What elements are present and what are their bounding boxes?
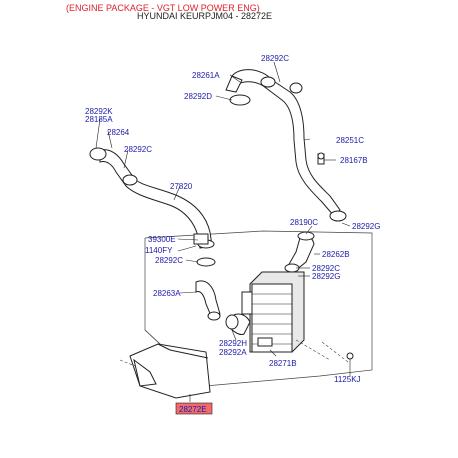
label-28263a[interactable]: 28263A (153, 289, 181, 298)
catalog-code-title: HYUNDAI KEURPJM04 - 28272E (137, 11, 272, 21)
label-28292g-r2[interactable]: 28292G (312, 272, 340, 281)
label-1140fy[interactable]: 1140FY (145, 246, 173, 255)
label-28292d[interactable]: 28292D (184, 92, 212, 101)
label-28292g-right[interactable]: 28292G (352, 222, 380, 231)
label-28262b[interactable]: 28262B (322, 250, 350, 259)
dashed-guides (119, 339, 349, 367)
label-1125kj[interactable]: 1125KJ (334, 375, 361, 384)
label-28271b[interactable]: 28271B (269, 359, 297, 368)
intercooler-28271b (241, 271, 305, 353)
label-28292k[interactable]: 28292K (85, 107, 113, 116)
air-duct-28272e (129, 343, 211, 399)
label-28292c-left[interactable]: 28292C (124, 145, 152, 154)
highlighted-part-28272e[interactable]: 28272E (175, 402, 213, 415)
label-28261a[interactable]: 28261A (192, 71, 220, 80)
label-28292h[interactable]: 28292H (219, 339, 247, 348)
label-28272e[interactable]: 28272E (179, 405, 207, 414)
label-39300e[interactable]: 39300E (148, 235, 176, 244)
label-28167b[interactable]: 28167B (340, 156, 368, 165)
label-28264[interactable]: 28264 (107, 128, 130, 137)
engine-package-title: (ENGINE PACKAGE - VGT LOW POWER ENG) (66, 3, 260, 13)
label-28190c[interactable]: 28190C (290, 218, 318, 227)
label-28251c[interactable]: 28251C (336, 136, 364, 145)
highlight-box (175, 402, 213, 415)
leader-lines (95, 61, 351, 402)
pipe-28251c (225, 69, 347, 222)
hose-28292h (225, 313, 251, 335)
pipe-27820 (89, 147, 215, 249)
pipe-28263a (195, 257, 221, 321)
label-28292c-top[interactable]: 28292C (261, 54, 289, 63)
label-28292c-r2[interactable]: 28292C (312, 264, 340, 273)
bolt-1125kj (346, 352, 354, 372)
label-28292a[interactable]: 28292A (219, 348, 247, 357)
label-28292c-mid[interactable]: 28292C (155, 256, 183, 265)
pipe-28262b (284, 231, 315, 273)
label-28185a[interactable]: 28185A (85, 115, 113, 124)
label-27820[interactable]: 27820 (170, 182, 193, 191)
